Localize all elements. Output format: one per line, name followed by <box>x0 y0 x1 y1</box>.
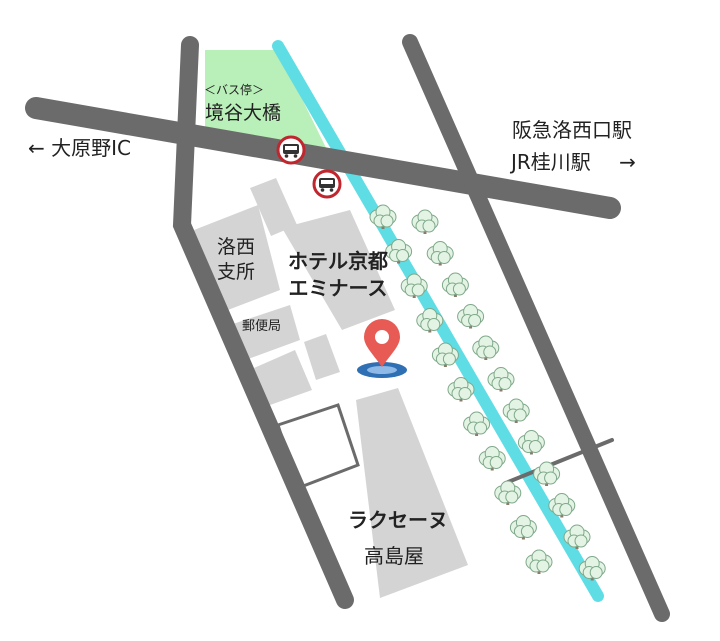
cherry-tree-icon <box>533 461 561 486</box>
east-station-label-1: 阪急洛西口駅 <box>512 118 632 142</box>
bus-stop-icon <box>276 135 306 165</box>
cherry-tree-icon <box>509 515 537 540</box>
cherry-tree-icon <box>369 204 397 229</box>
cherry-tree-icon <box>517 430 545 455</box>
dept-store-subname: 高島屋 <box>364 544 424 568</box>
cherry-tree-icon <box>457 304 485 329</box>
dept-store-name: ラクセーヌ <box>348 508 448 532</box>
building-block <box>254 350 312 405</box>
location-pin-icon <box>357 319 407 378</box>
cherry-tree-icon <box>472 335 500 360</box>
cherry-tree-icon <box>431 342 459 367</box>
right-arrow-icon: → <box>619 150 636 174</box>
building-block <box>304 334 340 380</box>
cherry-tree-icon <box>463 411 491 436</box>
cherry-tree-icon <box>385 239 413 264</box>
cherry-tree-icon <box>426 241 454 266</box>
hotel-label: ホテル京都 エミナース <box>278 248 398 302</box>
cherry-tree-icon <box>548 493 576 518</box>
building-block <box>250 178 297 236</box>
cherry-tree-icon <box>411 209 439 234</box>
direction-east: JR桂川駅 → <box>511 152 636 172</box>
cherry-trees <box>369 204 606 581</box>
bus-stop-caption: ＜バス停＞ <box>204 83 265 97</box>
main-road <box>25 97 621 219</box>
cherry-tree-icon <box>502 398 530 423</box>
post-office-label: 郵便局 <box>242 319 282 334</box>
cherry-tree-icon <box>441 272 469 297</box>
bus-stop-name: 境谷大橋 <box>205 102 282 124</box>
direction-west: ← 大原野IC <box>28 138 131 158</box>
side-road <box>506 438 614 484</box>
building-block <box>230 305 300 362</box>
left-arrow-icon: ← <box>28 136 45 160</box>
west-destination-label: 大原野IC <box>51 136 131 160</box>
cherry-tree-icon <box>487 367 515 392</box>
cherry-tree-icon <box>578 556 606 581</box>
roads <box>25 34 670 622</box>
cherry-tree-icon <box>478 446 506 471</box>
cherry-tree-icon <box>416 308 444 333</box>
branch-office-line-1: 洛西 <box>217 236 256 258</box>
east-station-label-2: JR桂川駅 <box>511 150 591 174</box>
cherry-tree-icon <box>400 273 428 298</box>
branch-office-line-2: 支所 <box>217 260 256 283</box>
hotel-name-line-1: ホテル京都 <box>288 249 388 273</box>
cherry-tree-icon <box>447 377 475 402</box>
cherry-tree-icon <box>525 549 553 574</box>
branch-office-label: 洛西 支所 <box>217 235 255 284</box>
building-block <box>282 210 395 330</box>
west-road <box>172 36 354 609</box>
building-block <box>356 388 468 598</box>
bus-stop-icon <box>312 169 342 199</box>
cherry-tree-icon <box>494 480 522 505</box>
hotel-name-line-2: エミナース <box>288 276 388 300</box>
cherry-tree-icon <box>563 524 591 549</box>
east-road <box>402 34 670 622</box>
